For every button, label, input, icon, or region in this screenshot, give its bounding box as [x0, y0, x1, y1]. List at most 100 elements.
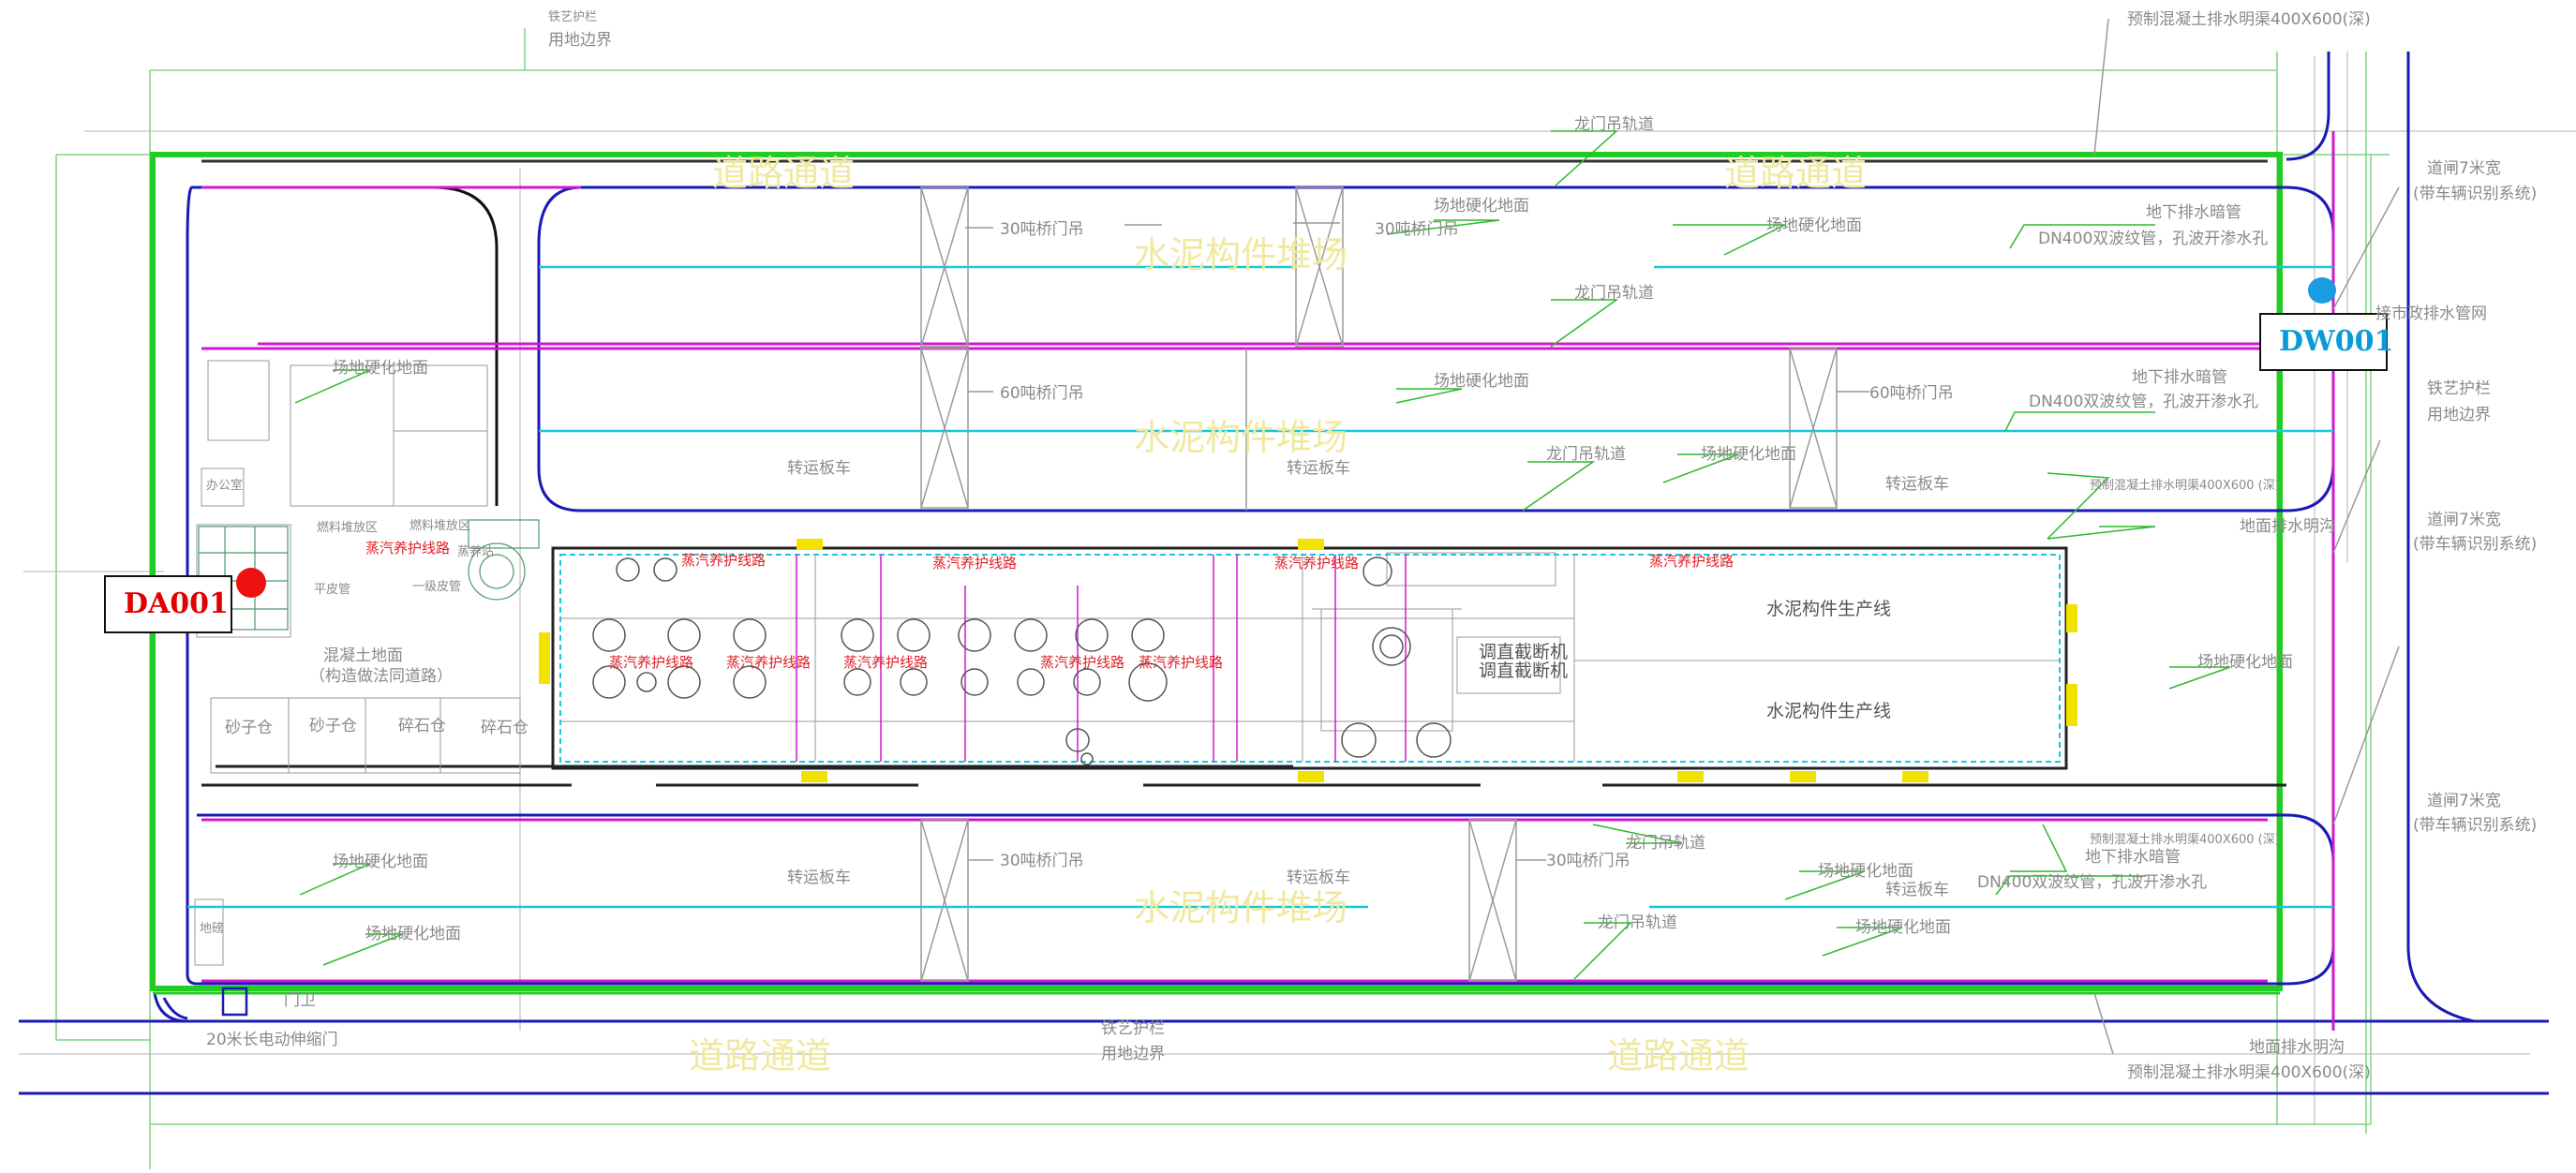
svg-text:办公室: 办公室 [206, 478, 243, 493]
svg-text:场地硬化地面: 场地硬化地面 [333, 853, 428, 871]
svg-text:(带车辆识别系统): (带车辆识别系统) [2413, 816, 2537, 835]
svg-text:水泥构件堆场: 水泥构件堆场 [1134, 417, 1348, 458]
svg-text:转运板车: 转运板车 [1287, 869, 1350, 887]
svg-text:地下排水暗管: 地下排水暗管 [2132, 368, 2227, 387]
svg-text:30吨桥门吊: 30吨桥门吊 [1546, 852, 1630, 870]
svg-text:水泥构件堆场: 水泥构件堆场 [1134, 887, 1348, 928]
svg-text:30吨桥门吊: 30吨桥门吊 [1375, 220, 1459, 239]
svg-text:转运板车: 转运板车 [1287, 459, 1350, 478]
svg-text:用地边界: 用地边界 [1101, 1045, 1165, 1063]
svg-text:60吨桥门吊: 60吨桥门吊 [1869, 384, 1954, 403]
svg-text:蒸汽养护线路: 蒸汽养护线路 [365, 540, 450, 557]
svg-text:转运板车: 转运板车 [1885, 881, 1949, 899]
svg-text:DW001: DW001 [2279, 325, 2393, 358]
svg-text:蒸汽养护线路: 蒸汽养护线路 [1040, 654, 1124, 671]
svg-text:道闸7米宽: 道闸7米宽 [2427, 792, 2501, 810]
svg-text:蒸汽养护线路: 蒸汽养护线路 [609, 654, 693, 671]
svg-text:道路通道: 道路通道 [1724, 153, 1867, 194]
svg-text:用地边界: 用地边界 [2427, 406, 2491, 424]
svg-text:门卫: 门卫 [284, 991, 316, 1010]
leader-lines [294, 18, 2400, 1055]
drain-pipes [187, 265, 2333, 909]
svg-text:场地硬化地面: 场地硬化地面 [2197, 653, 2293, 672]
outfall-marker-da001 [236, 568, 266, 598]
svg-text:道路通道: 道路通道 [712, 153, 855, 194]
svg-text:蒸汽养护线路: 蒸汽养护线路 [843, 654, 928, 671]
svg-text:20米长电动伸缩门: 20米长电动伸缩门 [206, 1031, 338, 1049]
svg-text:场地硬化地面: 场地硬化地面 [1766, 216, 1862, 235]
svg-text:龙门吊轨道: 龙门吊轨道 [1546, 445, 1626, 464]
svg-text:转运板车: 转运板车 [787, 869, 851, 887]
svg-text:场地硬化地面: 场地硬化地面 [1855, 918, 1951, 937]
column-markers [539, 539, 2077, 782]
svg-text:蒸汽养护线路: 蒸汽养护线路 [681, 552, 766, 569]
svg-text:碎石仓: 碎石仓 [398, 717, 446, 735]
magenta-lines [201, 131, 2335, 1031]
gantry-cranes [920, 186, 1838, 982]
svg-text:砂子仓: 砂子仓 [309, 717, 357, 735]
svg-text:转运板车: 转运板车 [787, 459, 851, 478]
svg-text:碎石仓: 碎石仓 [481, 719, 529, 737]
svg-text:混凝土地面: 混凝土地面 [323, 646, 403, 665]
svg-text:调直截断机: 调直截断机 [1479, 661, 1568, 681]
curing-kilns [592, 557, 1452, 765]
svg-text:蒸汽养护线路: 蒸汽养护线路 [1649, 553, 1734, 570]
svg-text:（构造做法同道路）: （构造做法同道路） [309, 667, 453, 686]
svg-text:(带车辆识别系统): (带车辆识别系统) [2413, 185, 2537, 203]
svg-text:场地硬化地面: 场地硬化地面 [1701, 445, 1796, 464]
svg-text:(带车辆识别系统): (带车辆识别系统) [2413, 535, 2537, 554]
svg-text:接市政排水管网: 接市政排水管网 [2375, 304, 2487, 323]
svg-text:场地硬化地面: 场地硬化地面 [1818, 862, 1913, 881]
svg-text:燃料堆放区: 燃料堆放区 [317, 520, 378, 535]
svg-text:DN400双波纹管，孔波开渗水孔: DN400双波纹管，孔波开渗水孔 [2029, 393, 2258, 411]
svg-text:预制混凝土排水明渠400X600 (深): 预制混凝土排水明渠400X600 (深) [2090, 478, 2280, 493]
svg-text:龙门吊轨道: 龙门吊轨道 [1574, 284, 1654, 303]
svg-text:60吨桥门吊: 60吨桥门吊 [1000, 384, 1084, 403]
left-facilities [194, 360, 521, 1017]
svg-text:水泥构件堆场: 水泥构件堆场 [1134, 234, 1348, 275]
svg-text:预制混凝土排水明渠400X600(深): 预制混凝土排水明渠400X600(深) [2127, 1063, 2371, 1082]
svg-text:水泥构件生产线: 水泥构件生产线 [1766, 599, 1891, 619]
svg-text:DA001: DA001 [124, 587, 229, 620]
svg-text:铁艺护栏: 铁艺护栏 [1101, 1019, 1165, 1038]
svg-text:蒸汽养护线路: 蒸汽养护线路 [1139, 654, 1223, 671]
site-boundary [150, 152, 2283, 991]
svg-text:一级皮管: 一级皮管 [412, 580, 461, 594]
internal-roads [186, 159, 2335, 986]
svg-text:地下排水暗管: 地下排水暗管 [2146, 203, 2241, 222]
svg-text:燃料堆放区: 燃料堆放区 [409, 518, 470, 533]
svg-text:砂子仓: 砂子仓 [225, 719, 273, 737]
svg-text:30吨桥门吊: 30吨桥门吊 [1000, 852, 1084, 870]
svg-text:预制混凝土排水明渠400X600 (深): 预制混凝土排水明渠400X600 (深) [2090, 832, 2280, 847]
svg-text:用地边界: 用地边界 [548, 31, 612, 50]
svg-text:道闸7米宽: 道闸7米宽 [2427, 159, 2501, 178]
perimeter-road [19, 52, 2549, 1095]
svg-text:龙门吊轨道: 龙门吊轨道 [1574, 115, 1654, 134]
boundary-lines [55, 28, 2390, 1169]
outfall-marker-dw001 [2308, 277, 2336, 304]
svg-text:道闸7米宽: 道闸7米宽 [2427, 511, 2501, 529]
svg-text:调直截断机: 调直截断机 [1479, 642, 1568, 662]
svg-text:铁艺护栏: 铁艺护栏 [548, 10, 597, 24]
svg-text:龙门吊轨道: 龙门吊轨道 [1626, 834, 1705, 853]
tag-box-dw001 [2259, 313, 2388, 371]
svg-text:DN400双波纹管，孔波开渗水孔: DN400双波纹管，孔波开渗水孔 [1977, 873, 2207, 892]
svg-text:地磅: 地磅 [200, 921, 224, 936]
svg-text:水泥构件生产线: 水泥构件生产线 [1766, 701, 1891, 721]
svg-text:转运板车: 转运板车 [1885, 475, 1949, 494]
svg-text:铁艺护栏: 铁艺护栏 [2427, 379, 2491, 398]
svg-text:龙门吊轨道: 龙门吊轨道 [1598, 913, 1677, 932]
svg-text:蒸汽养护线路: 蒸汽养护线路 [726, 654, 811, 671]
svg-text:场地硬化地面: 场地硬化地面 [365, 925, 461, 943]
svg-text:场地硬化地面: 场地硬化地面 [1434, 372, 1529, 391]
svg-text:蒸养站: 蒸养站 [457, 544, 494, 559]
svg-text:地面排水明沟: 地面排水明沟 [2249, 1038, 2345, 1057]
svg-text:蒸汽养护线路: 蒸汽养护线路 [932, 555, 1017, 572]
svg-text:道路通道: 道路通道 [689, 1035, 831, 1076]
svg-text:DN400双波纹管，孔波开渗水孔: DN400双波纹管，孔波开渗水孔 [2038, 230, 2268, 248]
svg-text:地面排水明沟: 地面排水明沟 [2240, 517, 2335, 536]
svg-text:平皮管: 平皮管 [314, 583, 350, 597]
svg-text:蒸汽养护线路: 蒸汽养护线路 [1274, 555, 1359, 572]
svg-text:30吨桥门吊: 30吨桥门吊 [1000, 220, 1084, 239]
